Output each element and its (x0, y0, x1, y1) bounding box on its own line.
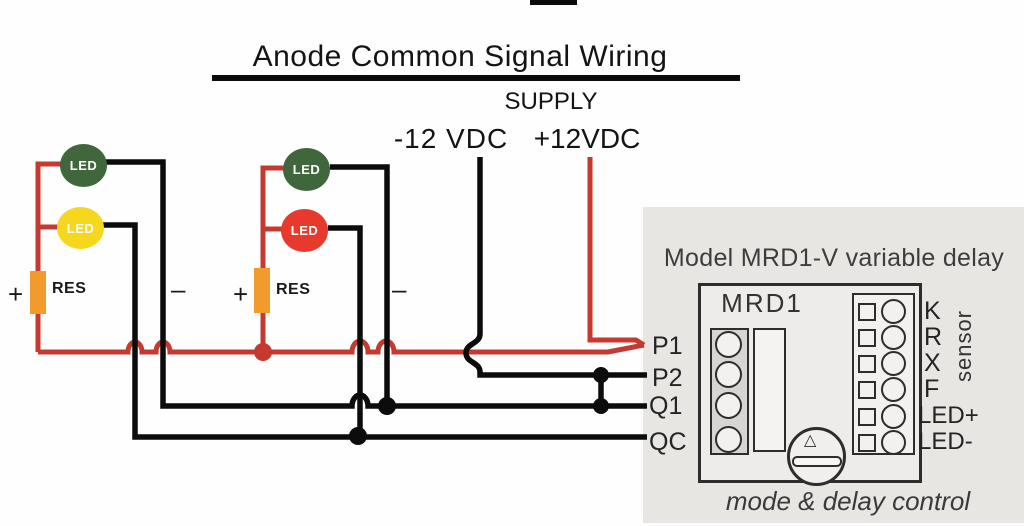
terminal-hole-q1 (715, 392, 742, 419)
terminal-label-p2: P2 (652, 364, 683, 392)
group2-anode-wire (260, 165, 285, 352)
group2-plus-label: + (233, 279, 249, 309)
terminal-hole-f (881, 377, 906, 402)
p2-junction-dot (593, 367, 609, 383)
group1-res-label: RES (52, 280, 87, 297)
terminal-label-ledminus: LED- (918, 428, 973, 455)
terminal-square-ledminus (858, 434, 876, 452)
green2-cathode-wire (330, 164, 390, 404)
terminal-hole-x (881, 351, 906, 376)
terminal-label-p1: P1 (652, 332, 683, 360)
terminal-label-q1: Q1 (649, 392, 683, 420)
terminal-label-ledplus: LED+ (918, 402, 979, 429)
resistor-1 (30, 271, 46, 314)
supply-heading: SUPPLY (504, 88, 598, 115)
positive-junction-dot (254, 343, 272, 361)
terminal-hole-k (881, 299, 906, 324)
negative-supply-wire (463, 157, 647, 378)
terminal-hole-qc (715, 426, 742, 453)
green2-junction-dot (378, 397, 396, 415)
group1-plus-label: + (8, 279, 24, 309)
group1-anode-wire (35, 161, 61, 352)
module-slot (753, 328, 786, 452)
group1-minus-label: – (171, 274, 186, 304)
terminal-hole-p1 (715, 331, 742, 358)
terminal-square-ledplus (858, 408, 876, 426)
green-led-1: LED (60, 144, 107, 187)
yellow1-cathode-wire (103, 222, 647, 440)
terminal-hole-ledplus (881, 404, 906, 429)
control-caption: mode & delay control (725, 486, 971, 516)
group2-minus-label: – (392, 274, 407, 304)
resistor-2 (254, 268, 270, 313)
positive-bus-wire (38, 338, 645, 355)
terminal-label-r: R (924, 323, 943, 351)
green-led-2: LED (283, 148, 330, 191)
terminal-label-f: F (924, 375, 940, 403)
title-underline (212, 75, 740, 81)
sensor-side-label: sensor (951, 309, 976, 383)
top-crop-mark (530, 0, 577, 5)
positive-feed-wire (587, 157, 646, 348)
dial-slot (792, 456, 842, 467)
terminal-square-r (858, 329, 876, 347)
terminal-label-qc: QC (649, 428, 687, 456)
module-caption: Model MRD1-V variable delay (663, 244, 1005, 272)
triangle-pointer-icon: △ (804, 432, 817, 449)
green1-cathode-wire (106, 159, 647, 409)
module-name: MRD1 (721, 288, 803, 318)
terminal-hole-ledminus (881, 430, 906, 455)
supply-negative-label: -12 VDC (393, 123, 509, 154)
qc-junction-dot (349, 427, 367, 445)
red2-cathode-wire (328, 225, 363, 434)
terminal-hole-r (881, 325, 906, 350)
terminal-square-k (858, 303, 876, 321)
red-led-2: LED (281, 209, 328, 252)
terminal-label-x: X (924, 349, 941, 377)
group2-res-label: RES (276, 281, 311, 298)
q1-junction-dot (593, 398, 609, 414)
terminal-label-k: K (924, 297, 941, 325)
terminal-square-x (858, 355, 876, 373)
terminal-square-f (858, 381, 876, 399)
yellow-led-1: LED (57, 207, 104, 249)
supply-positive-label: +12VDC (533, 123, 641, 154)
page-title: Anode Common Signal Wiring (252, 40, 668, 73)
terminal-hole-p2 (715, 361, 742, 388)
